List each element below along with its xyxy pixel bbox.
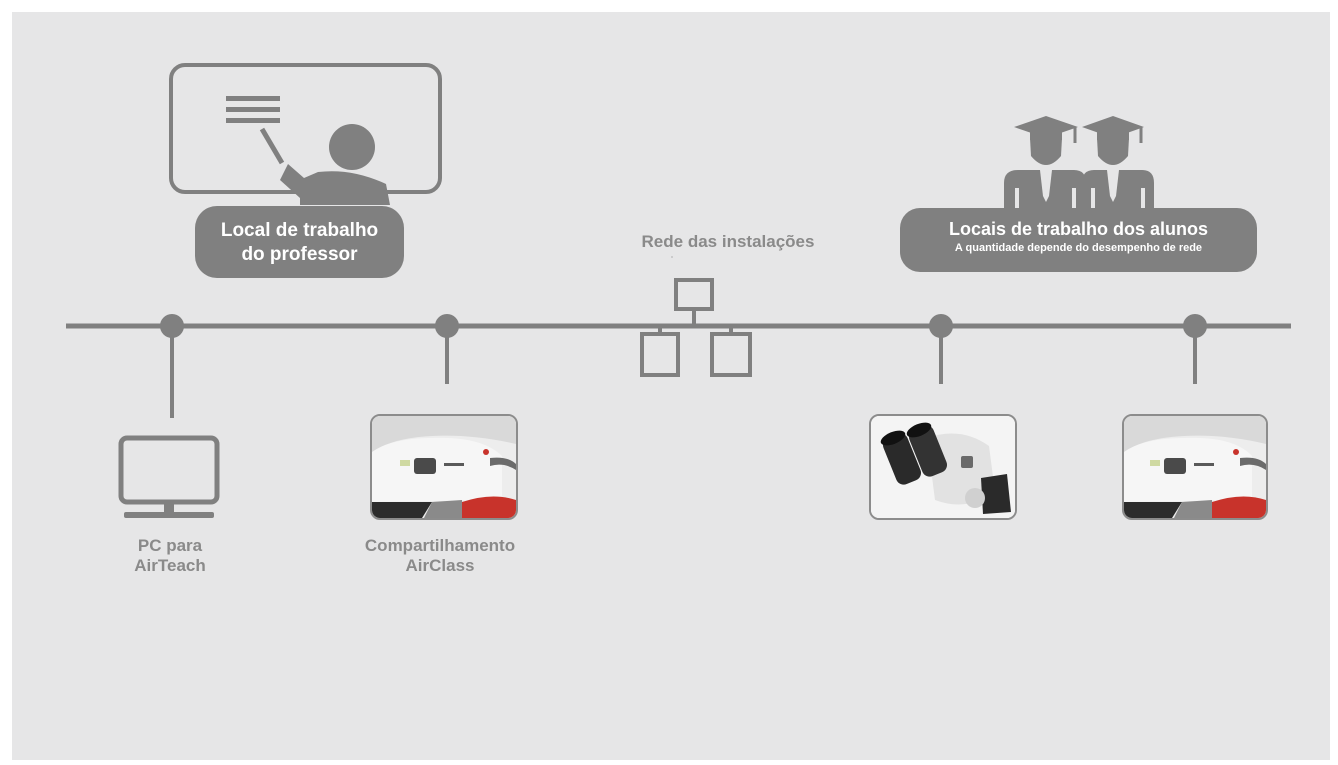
whiteboard-icon — [169, 63, 442, 194]
students-title: Locais de trabalho dos alunos — [948, 219, 1209, 239]
pc-label: PC para AirTeach — [92, 536, 248, 576]
pc-label-line1: PC para — [137, 536, 203, 555]
teacher-title-line1: Local de trabalho — [220, 220, 379, 241]
share-label: Compartilhamento AirClass — [340, 536, 540, 576]
microscope-camera-photo-2 — [1122, 414, 1268, 520]
teacher-title-line2: do professor — [241, 244, 358, 265]
student-icon — [1004, 116, 1154, 212]
students-subtitle: A quantidade depende do desempenho de re… — [954, 242, 1203, 254]
teacher-workstation-label: Local de trabalho do professor — [195, 206, 404, 278]
network-label: Rede das instalações — [641, 232, 815, 251]
microscope-camera-photo-1 — [370, 414, 518, 520]
monitor-icon — [118, 435, 220, 518]
pc-label-line2: AirTeach — [134, 556, 206, 575]
share-label-line1: Compartilhamento — [364, 536, 516, 555]
teacher-icon — [259, 124, 390, 205]
stereo-microscope-photo — [869, 414, 1017, 520]
share-label-line2: AirClass — [405, 556, 475, 575]
students-workstations-label: Locais de trabalho dos alunos A quantida… — [900, 208, 1257, 272]
